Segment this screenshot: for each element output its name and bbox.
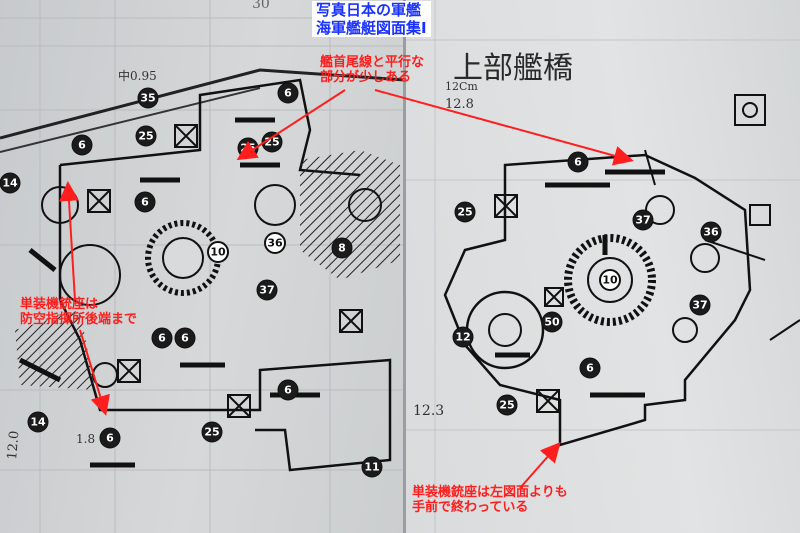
right-badge-circle — [599, 269, 621, 291]
right-ammo-lockers — [494, 194, 564, 413]
left-badge-label: 25 — [204, 426, 219, 439]
left-badge-label: 14 — [2, 177, 18, 190]
ammo-lockers — [87, 124, 363, 418]
right-badge-label: 6 — [586, 362, 594, 375]
right-badge-label: 25 — [457, 206, 472, 219]
right-badge-circle — [579, 357, 601, 379]
left-badge-circle — [137, 87, 159, 109]
left-badge-label: 10 — [210, 246, 226, 259]
right-badge-circle — [632, 209, 654, 231]
right-badges: 6 25 37 36 10 37 12 50 6 25 — [452, 151, 722, 416]
note-right-2: 12.8 — [445, 97, 474, 112]
annotation-top: 艦首尾線と平行な 部分が少しある — [320, 55, 424, 85]
left-badge-circle — [207, 241, 229, 263]
hatched-area-right — [300, 150, 400, 280]
book-title-line-1: 写真日本の軍艦 — [316, 1, 422, 19]
note-right-1: 12.3 — [413, 403, 444, 419]
left-badge-circle — [134, 191, 156, 213]
right-badge-label: 37 — [635, 214, 650, 227]
book-title: 写真日本の軍艦 海軍艦艇図面集Ⅰ — [312, 1, 431, 37]
left-badge-circle — [99, 427, 121, 449]
annotation-left: 単装機銃座は 防空指揮所後端まで — [20, 297, 137, 327]
annotation-left-line-2: 防空指揮所後端まで — [20, 312, 138, 327]
note-mid: 中0.95 — [118, 68, 157, 83]
annotation-top-line-2: 部分が少しある — [320, 70, 412, 85]
top-right-fitting — [734, 94, 800, 341]
left-badge-label: 6 — [181, 332, 189, 345]
left-badge-circle — [174, 327, 196, 349]
left-badge-circle — [135, 125, 157, 147]
right-badge-circle — [700, 221, 722, 243]
left-badge-circle — [151, 327, 173, 349]
left-badge-label: 35 — [140, 92, 155, 105]
left-badge-circle — [27, 411, 49, 433]
note-left-2: 1.8 — [76, 432, 95, 446]
left-badge-circle — [71, 134, 93, 156]
right-badge-circle — [452, 326, 474, 348]
left-badge-label: 36 — [267, 237, 283, 250]
rangefinder-ring — [564, 234, 656, 326]
right-badge-label: 25 — [499, 399, 514, 412]
right-badge-label: 37 — [692, 299, 707, 312]
left-badge-circle — [256, 279, 278, 301]
right-badge-label: 50 — [544, 316, 560, 329]
annotation-right-line-1: 単装機銃座は左図面よりも — [412, 485, 568, 500]
photo-right-drawing: 上部艦橋 — [405, 0, 800, 533]
left-badge-label: 37 — [259, 284, 274, 297]
left-badge-label: 6 — [78, 139, 86, 152]
left-badge-label: 6 — [106, 432, 114, 445]
left-badge-circle — [361, 456, 383, 478]
left-badge-label: 14 — [30, 416, 46, 429]
note-right-3: 12Cm — [445, 80, 478, 93]
drawing-heading: 上部艦橋 — [453, 51, 573, 86]
right-badge-label: 6 — [574, 156, 582, 169]
left-badge-circle — [0, 172, 21, 194]
left-badge-label: 6 — [284, 87, 292, 100]
right-badge-label: 10 — [602, 274, 618, 287]
right-badge-label: 12 — [455, 331, 470, 344]
annotation-right: 単装機銃座は左図面よりも 手前で終わっている — [412, 485, 568, 515]
right-badge-circle — [689, 294, 711, 316]
left-badge-label: 25 — [138, 130, 153, 143]
left-badge-label: 25 — [264, 136, 279, 149]
left-badge-circle — [201, 421, 223, 443]
book-title-line-2: 海軍艦艇図面集Ⅰ — [316, 19, 427, 37]
left-badge-circle — [277, 379, 299, 401]
left-badge-label: 8 — [338, 242, 346, 255]
right-badge-circle — [454, 201, 476, 223]
left-badge-label: 25 — [240, 142, 255, 155]
annotation-left-line-1: 単装機銃座は — [20, 297, 99, 312]
annotation-top-line-1: 艦首尾線と平行な — [320, 55, 425, 70]
left-badge-label: 6 — [284, 384, 292, 397]
page-seam — [403, 0, 406, 533]
left-badge-label: 6 — [141, 196, 149, 209]
right-badge-circle — [496, 394, 518, 416]
left-badge-label: 11 — [364, 461, 379, 474]
right-badge-circle — [541, 311, 563, 333]
left-badge-label: 6 — [158, 332, 166, 345]
annotation-right-line-2: 手前で終わっている — [412, 500, 529, 515]
right-gun-barrels — [495, 169, 665, 398]
right-drawing-svg: 上部艦橋 — [405, 0, 800, 533]
left-badge-circle — [264, 232, 286, 254]
upper-bridge-outline — [443, 153, 752, 447]
hull-outline — [0, 68, 405, 140]
note-left-1: 12.0 — [5, 430, 22, 460]
right-badge-label: 36 — [703, 226, 719, 239]
left-badge-circle — [331, 237, 353, 259]
page-number: 30 — [252, 0, 270, 12]
